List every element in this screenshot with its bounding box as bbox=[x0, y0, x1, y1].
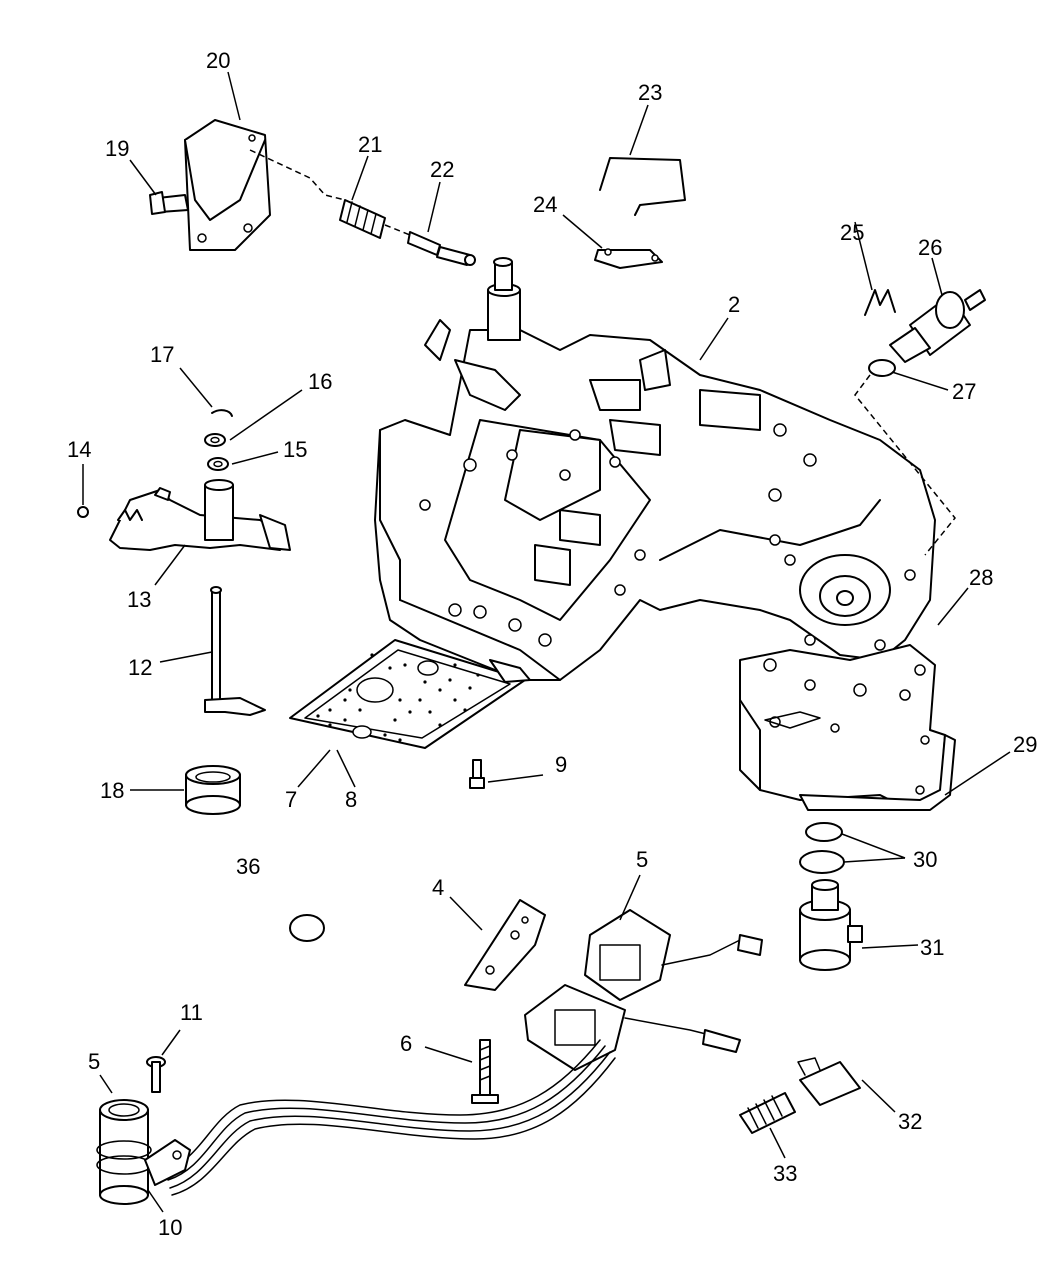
oil-filter-gasket bbox=[289, 639, 531, 749]
callout-5-upper: 5 bbox=[636, 847, 648, 872]
callout-24: 24 bbox=[533, 192, 557, 217]
callout-13: 13 bbox=[127, 587, 151, 612]
callout-17: 17 bbox=[150, 342, 174, 367]
transfer-plate bbox=[739, 644, 956, 811]
mounting-bolt bbox=[471, 1039, 499, 1104]
callout-8: 8 bbox=[345, 787, 357, 812]
callout-labels: 2 4 5 5 6 7 8 9 10 11 12 13 14 15 16 17 … bbox=[67, 48, 1037, 1240]
callout-19: 19 bbox=[105, 136, 129, 161]
sensor-screw bbox=[146, 1056, 166, 1093]
callout-20: 20 bbox=[206, 48, 230, 73]
callout-29: 29 bbox=[1013, 732, 1037, 757]
callout-7: 7 bbox=[285, 787, 297, 812]
solenoid-bracket-assembly bbox=[464, 899, 763, 1071]
callout-25: 25 bbox=[840, 220, 864, 245]
callout-10: 10 bbox=[158, 1215, 182, 1240]
callout-23: 23 bbox=[638, 80, 662, 105]
callout-21: 21 bbox=[358, 132, 382, 157]
bracket-assembly bbox=[149, 119, 271, 251]
callout-14: 14 bbox=[67, 437, 91, 462]
solenoid-seals bbox=[799, 822, 863, 971]
callout-30: 30 bbox=[913, 847, 937, 872]
oil-tube-and-clamp bbox=[594, 157, 686, 269]
valve-and-spring-lower bbox=[739, 1057, 861, 1134]
spring-and-valve bbox=[249, 149, 476, 266]
seal-ring bbox=[185, 765, 241, 815]
valve-body-assembly bbox=[374, 257, 936, 681]
callout-18: 18 bbox=[100, 778, 124, 803]
manual-lever-assembly bbox=[109, 479, 291, 716]
callout-22: 22 bbox=[430, 157, 454, 182]
callout-15: 15 bbox=[283, 437, 307, 462]
small-hardware bbox=[77, 409, 233, 518]
callout-5-lower: 5 bbox=[88, 1049, 100, 1074]
small-bolt bbox=[469, 759, 485, 789]
callout-6: 6 bbox=[400, 1031, 412, 1056]
pressure-solenoid-group bbox=[854, 289, 986, 556]
callout-12: 12 bbox=[128, 655, 152, 680]
callout-32: 32 bbox=[898, 1109, 922, 1134]
callout-27: 27 bbox=[952, 379, 976, 404]
callout-33: 33 bbox=[773, 1161, 797, 1186]
callout-36: 36 bbox=[236, 854, 260, 879]
callout-4: 4 bbox=[432, 875, 444, 900]
callout-26: 26 bbox=[918, 235, 942, 260]
callout-16: 16 bbox=[308, 369, 332, 394]
callout-9: 9 bbox=[555, 752, 567, 777]
callout-28: 28 bbox=[969, 565, 993, 590]
wire-harness bbox=[164, 1039, 616, 1196]
callout-2: 2 bbox=[728, 292, 740, 317]
expansion-plug bbox=[289, 914, 325, 942]
speed-sensor bbox=[96, 1099, 191, 1205]
filter-perforations bbox=[316, 653, 480, 742]
callout-11: 11 bbox=[180, 1000, 203, 1025]
callout-31: 31 bbox=[920, 935, 944, 960]
leader-lines bbox=[82, 71, 1011, 1213]
